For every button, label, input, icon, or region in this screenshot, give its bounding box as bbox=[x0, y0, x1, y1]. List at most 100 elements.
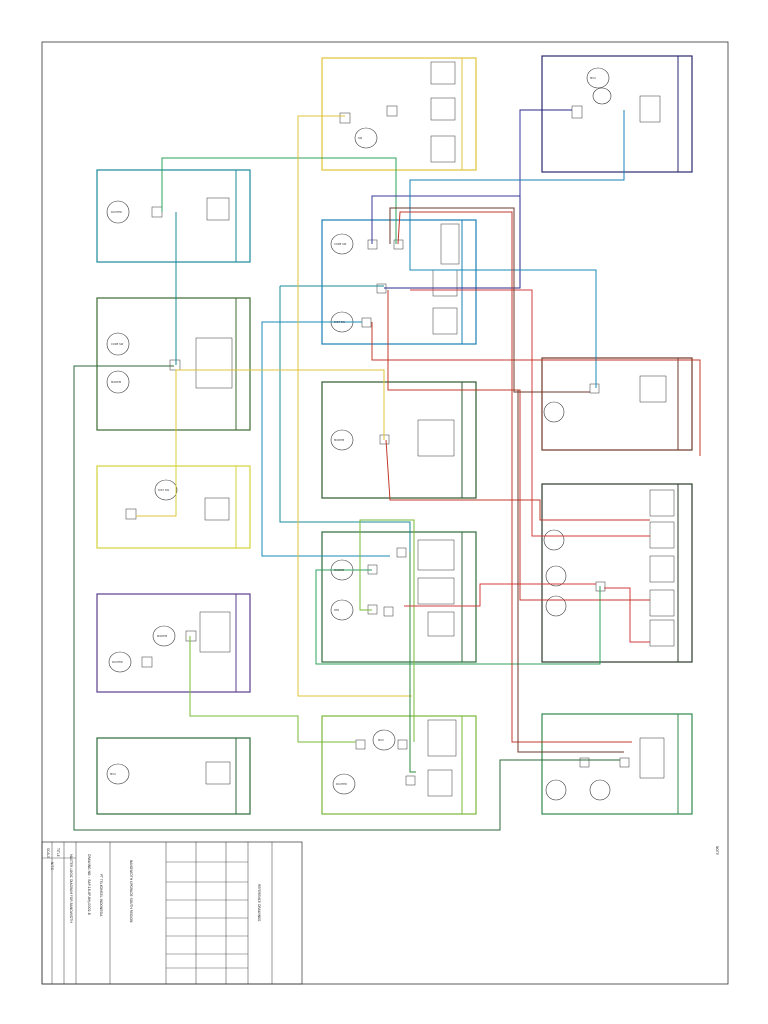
node-label: MUX bbox=[110, 772, 116, 776]
equipment-node bbox=[592, 87, 612, 105]
equipment-node bbox=[545, 565, 567, 587]
equipment-node bbox=[545, 779, 567, 801]
node-label: RTR bbox=[334, 608, 339, 612]
equipment-node bbox=[106, 200, 130, 224]
site-box-r4 bbox=[541, 713, 693, 815]
equipment-list-box bbox=[199, 611, 231, 653]
junction-node bbox=[589, 383, 600, 394]
junction-node bbox=[386, 105, 398, 117]
equipment-node bbox=[332, 773, 356, 795]
equipment-node bbox=[106, 370, 130, 394]
junction-node bbox=[125, 508, 137, 520]
equipment-node bbox=[154, 479, 178, 501]
equipment-list-box bbox=[430, 61, 456, 85]
equipment-list-box bbox=[649, 619, 675, 647]
connection-lines bbox=[73, 109, 701, 831]
equipment-list-box bbox=[206, 197, 230, 221]
node-label: MUX bbox=[590, 76, 596, 80]
junction-node bbox=[151, 206, 163, 218]
equipment-list-box bbox=[417, 539, 455, 571]
equipment-list-box bbox=[649, 589, 675, 617]
junction-node bbox=[361, 317, 372, 328]
node-label: MUX bbox=[378, 738, 384, 742]
node-label: ROUTER bbox=[111, 210, 122, 214]
drawing-number: DRAWING NO. : BAP-18-8P-BHJ-0002-B bbox=[87, 854, 91, 915]
equipment-list-box bbox=[417, 419, 455, 457]
junction-node bbox=[397, 739, 408, 750]
equipment-list-box bbox=[440, 223, 460, 265]
sheet-border bbox=[41, 41, 729, 985]
equipment-list-box bbox=[639, 375, 667, 403]
node-label: MODEM bbox=[334, 438, 344, 442]
equipment-node bbox=[152, 625, 176, 647]
junction-node bbox=[339, 112, 351, 124]
scale-label: SCALE bbox=[46, 848, 50, 858]
equipment-node bbox=[372, 729, 396, 751]
title-block bbox=[41, 841, 303, 985]
node-label: DIST SW bbox=[158, 488, 169, 492]
site-box-m5 bbox=[321, 715, 477, 815]
site-box-b3 bbox=[96, 465, 251, 549]
node-label: DIST SW bbox=[334, 320, 345, 324]
site-box-b2 bbox=[96, 297, 251, 431]
equipment-list-box bbox=[432, 307, 458, 335]
junction-node bbox=[355, 739, 366, 750]
equipment-node bbox=[330, 429, 354, 451]
node-label: ROUTER bbox=[112, 660, 123, 664]
node-label: MODEM bbox=[157, 634, 167, 638]
equipment-list-box bbox=[649, 489, 675, 517]
reference-drawings-label: REFERENCE DRAWINGS bbox=[257, 884, 261, 921]
node-label: ROUTER bbox=[336, 782, 347, 786]
junction-node bbox=[579, 757, 590, 768]
equipment-list-box bbox=[427, 611, 455, 637]
equipment-node bbox=[108, 651, 132, 673]
node-label: MODEM bbox=[111, 380, 121, 384]
equipment-list-box bbox=[639, 95, 661, 123]
equipment-node bbox=[354, 127, 378, 149]
equipment-list-box bbox=[430, 97, 456, 121]
equipment-list-box bbox=[649, 555, 675, 583]
equipment-node bbox=[106, 763, 130, 785]
title-value: MASTER LOGIC DIAGRAM FOR BANDWIDTH bbox=[69, 854, 73, 923]
equipment-node bbox=[106, 332, 130, 356]
equipment-list-box bbox=[427, 719, 457, 757]
equipment-node bbox=[543, 529, 565, 551]
equipment-node bbox=[543, 401, 565, 423]
site-box-b1 bbox=[96, 169, 251, 263]
equipment-list-box bbox=[204, 497, 230, 521]
site-box-m3 bbox=[321, 381, 477, 499]
equipment-list-box bbox=[195, 337, 233, 389]
site-box-b4 bbox=[96, 593, 251, 693]
node-label: SW bbox=[358, 136, 363, 140]
equipment-list-box bbox=[430, 135, 456, 163]
node-label: CORE SW bbox=[334, 242, 347, 246]
junction-node bbox=[141, 656, 153, 668]
equipment-node bbox=[330, 599, 354, 621]
node-labels: ROUTER CORE SW MODEM DIST SW ROUTER MODE… bbox=[110, 76, 596, 786]
site-box-r2 bbox=[541, 357, 693, 451]
project-name: BANDWIDTH UPGRADE SOUTH REGION bbox=[129, 860, 133, 923]
junction-node bbox=[396, 547, 407, 558]
node-label: MODEM bbox=[334, 568, 344, 572]
site-box-b5 bbox=[96, 737, 251, 815]
equipment-list-box bbox=[432, 269, 458, 297]
equipment-list-box bbox=[427, 769, 453, 797]
site-box-r1 bbox=[541, 55, 693, 173]
scale-value: N.T.S bbox=[50, 862, 54, 870]
equipment-list-box bbox=[205, 761, 231, 785]
junction-node bbox=[571, 105, 583, 119]
junction-node bbox=[383, 606, 394, 617]
equipment-node bbox=[545, 595, 567, 617]
note-label: NOTE bbox=[715, 846, 719, 855]
site-box-m4 bbox=[321, 531, 477, 663]
site-box-m1 bbox=[321, 57, 477, 171]
equipment-node bbox=[330, 233, 354, 255]
equipment-list-box bbox=[649, 521, 675, 549]
node-label: CORE SW bbox=[111, 342, 124, 346]
equipment-node bbox=[589, 779, 611, 801]
title-label: TITLE bbox=[56, 847, 60, 857]
equipment-node bbox=[586, 67, 610, 89]
equipment-list-box bbox=[417, 577, 455, 605]
